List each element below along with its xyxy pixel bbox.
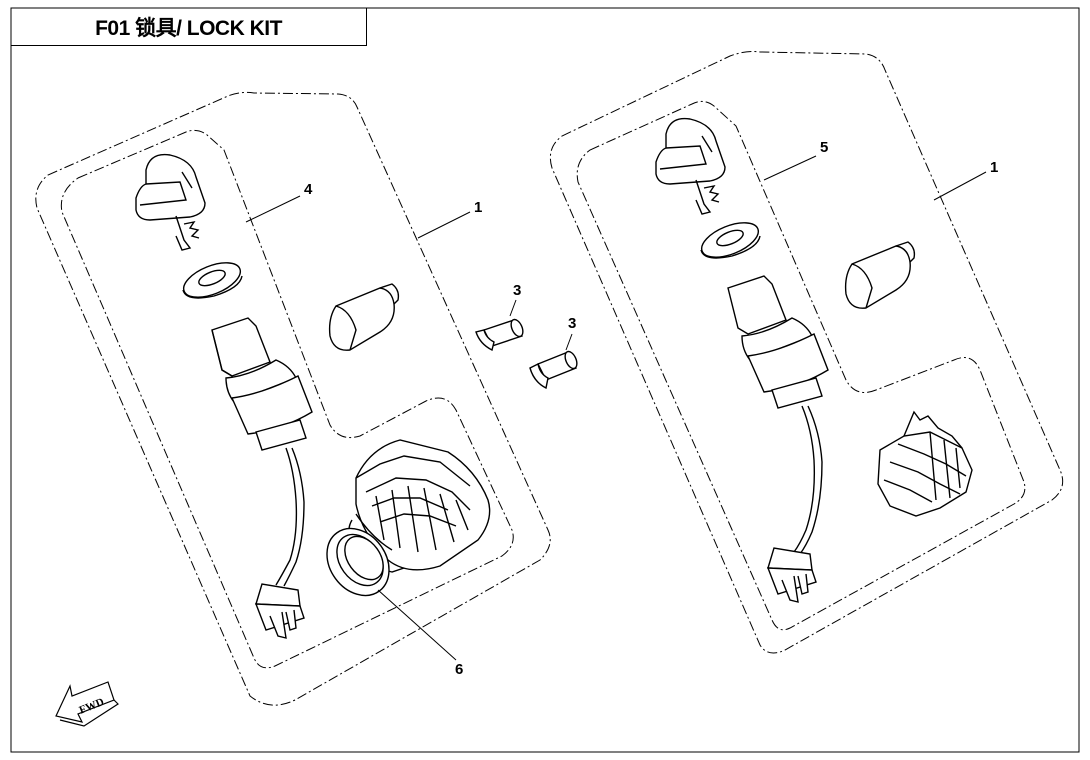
- lock-washer-icon-left: [182, 262, 243, 299]
- switch-cable-left: [275, 447, 298, 586]
- left-kit-outer-outline: [35, 91, 551, 706]
- lock-washer-icon-right: [700, 222, 761, 259]
- leader-6: [377, 589, 457, 661]
- callout-3-top: 3: [513, 282, 521, 299]
- page-frame: [10, 7, 1080, 753]
- ring-nut-icon-left: [326, 527, 390, 597]
- switch-cable-right-2: [799, 405, 823, 555]
- callout-4: 4: [304, 181, 313, 198]
- lock-cylinder-icon-right: [844, 241, 916, 309]
- right-kit-outer-outline: [549, 51, 1064, 654]
- left-kit-inner-outline: [60, 129, 514, 669]
- ignition-key-icon-right: [655, 117, 726, 215]
- leader-1-right: [933, 171, 987, 201]
- ignition-switch-icon-right: [727, 275, 829, 409]
- switch-cable-right: [793, 405, 815, 553]
- lock-nut-icon-right: [877, 410, 973, 517]
- ignition-switch-icon-left: [211, 317, 313, 451]
- callout-6: 6: [455, 661, 463, 678]
- ignition-key-icon-left: [135, 153, 206, 251]
- bushings: [475, 299, 578, 390]
- left-kit-group: [35, 91, 551, 706]
- leader-5: [763, 155, 817, 181]
- bushing-icon-top: [475, 318, 524, 352]
- left-kit-parts: [135, 153, 491, 661]
- leader-1-left: [417, 211, 471, 239]
- callout-1-left: 1: [474, 199, 482, 216]
- connector-icon-left: [254, 583, 305, 639]
- callout-5: 5: [820, 139, 828, 156]
- right-kit-inner-outline: [576, 100, 1026, 631]
- lock-cylinder-icon-left: [328, 283, 400, 351]
- connector-icon-right: [766, 547, 817, 603]
- switch-cable-left-2: [283, 447, 305, 587]
- fwd-arrow-icon: [55, 681, 119, 727]
- leader-4-left: [245, 195, 301, 223]
- page-title: F01 锁具/ LOCK KIT: [11, 8, 367, 46]
- bushing-icon-bottom: [529, 350, 578, 390]
- right-kit-group: [549, 51, 1064, 654]
- callout-3-bottom: 3: [568, 315, 576, 332]
- leader-3-bottom: [565, 333, 573, 351]
- right-kit-parts: [655, 117, 987, 603]
- leader-3-top: [509, 299, 517, 317]
- callout-1-right: 1: [990, 159, 998, 176]
